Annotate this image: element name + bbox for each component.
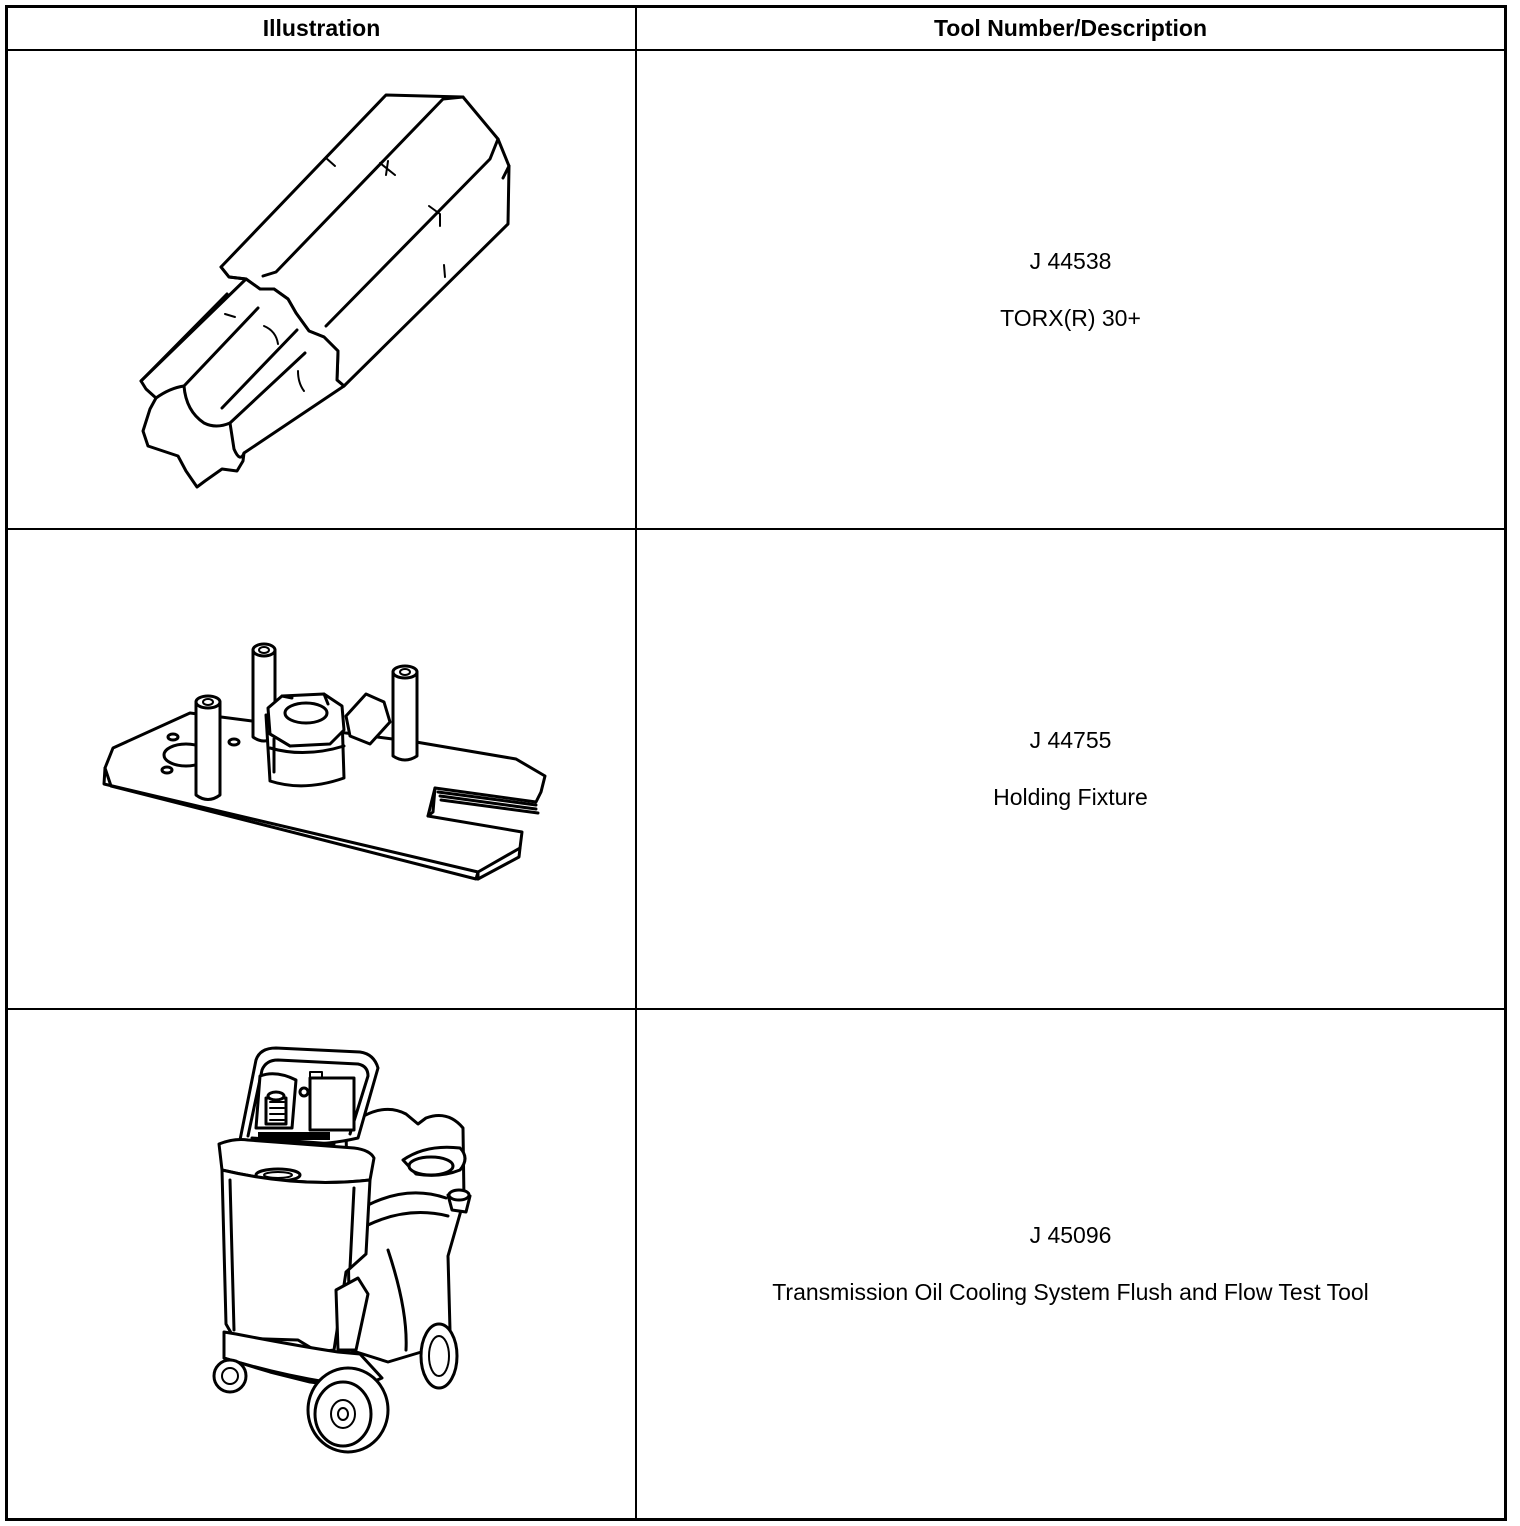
- holding-fixture-icon: [102, 642, 547, 881]
- tool-description: Holding Fixture: [993, 784, 1148, 810]
- header-illustration: Illustration: [262, 15, 381, 41]
- illustration-cell: [8, 51, 635, 528]
- tool-number: J 44538: [1029, 247, 1112, 274]
- illustration-cell: [8, 530, 635, 1008]
- illustration-cell: [8, 1010, 635, 1518]
- description-cell: J 44538 TORX(R) 30+: [637, 51, 1504, 528]
- tool-description: Transmission Oil Cooling System Flush an…: [772, 1279, 1369, 1305]
- table-row: J 44538 TORX(R) 30+: [8, 51, 1504, 530]
- table-row: J 45096 Transmission Oil Cooling System …: [8, 1010, 1504, 1518]
- description-cell: J 45096 Transmission Oil Cooling System …: [637, 1010, 1504, 1518]
- torx-bit-icon: [139, 93, 511, 489]
- flush-machine-icon: [212, 1046, 472, 1454]
- tool-table: Illustration Tool Number/Description: [5, 5, 1507, 1521]
- tool-number: J 45096: [1029, 1222, 1112, 1248]
- table-header: Illustration Tool Number/Description: [8, 8, 1504, 51]
- description-cell: J 44755 Holding Fixture: [637, 530, 1504, 1008]
- tool-description: TORX(R) 30+: [1000, 304, 1141, 331]
- header-tool-number-description: Tool Number/Description: [933, 15, 1208, 41]
- table-row: J 44755 Holding Fixture: [8, 530, 1504, 1010]
- tool-number: J 44755: [1029, 727, 1112, 753]
- column-divider: [635, 8, 637, 1518]
